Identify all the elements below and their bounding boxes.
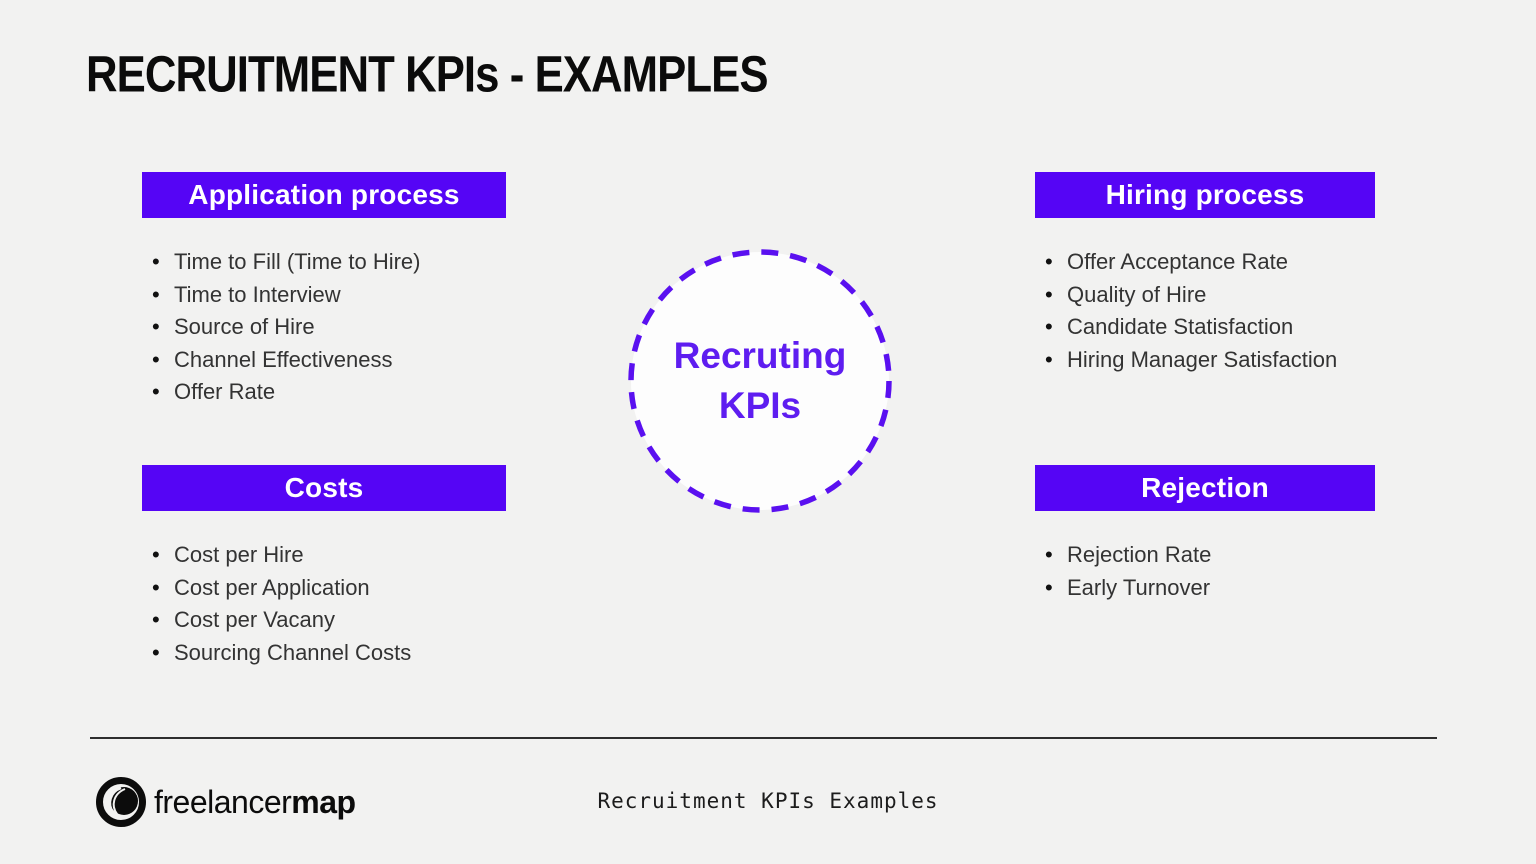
- section-rejection: Rejection Rejection Rate Early Turnover: [1035, 465, 1375, 604]
- list-item: Source of Hire: [146, 311, 506, 344]
- kpi-list-costs: Cost per Hire Cost per Application Cost …: [142, 539, 506, 669]
- wordmark-bold: map: [291, 783, 356, 820]
- list-item: Channel Effectiveness: [146, 344, 506, 377]
- list-item: Quality of Hire: [1039, 279, 1375, 312]
- section-header-application-process: Application process: [142, 172, 506, 218]
- circle-label-line2: KPIs: [718, 385, 802, 426]
- list-item: Sourcing Channel Costs: [146, 637, 506, 670]
- list-item: Time to Interview: [146, 279, 506, 312]
- dashed-circle-outline: [628, 249, 892, 513]
- list-item: Cost per Application: [146, 572, 506, 605]
- kpi-list-hiring-process: Offer Acceptance Rate Quality of Hire Ca…: [1035, 246, 1375, 376]
- section-header-hiring-process: Hiring process: [1035, 172, 1375, 218]
- list-item: Time to Fill (Time to Hire): [146, 246, 506, 279]
- kpi-list-application-process: Time to Fill (Time to Hire) Time to Inte…: [142, 246, 506, 409]
- list-item: Candidate Statisfaction: [1039, 311, 1375, 344]
- list-item: Early Turnover: [1039, 572, 1375, 605]
- kpi-list-rejection: Rejection Rate Early Turnover: [1035, 539, 1375, 604]
- list-item: Hiring Manager Satisfaction: [1039, 344, 1375, 377]
- circle-label-line1: Recruting: [673, 335, 847, 376]
- section-hiring-process: Hiring process Offer Acceptance Rate Qua…: [1035, 172, 1375, 376]
- page-title: RECRUITMENT KPIs - EXAMPLES: [86, 45, 769, 103]
- footer-divider: [90, 737, 1437, 739]
- section-header-costs: Costs: [142, 465, 506, 511]
- section-application-process: Application process Time to Fill (Time t…: [142, 172, 506, 409]
- section-header-rejection: Rejection: [1035, 465, 1375, 511]
- list-item: Rejection Rate: [1039, 539, 1375, 572]
- circle-label: Recruting KPIs: [627, 248, 893, 514]
- recruiting-kpis-circle: Recruting KPIs: [627, 248, 893, 514]
- wordmark-regular: freelancer: [154, 783, 292, 820]
- list-item: Offer Acceptance Rate: [1039, 246, 1375, 279]
- freelancermap-wordmark: freelancermap: [154, 784, 356, 821]
- freelancermap-logo: freelancermap: [95, 776, 356, 828]
- list-item: Cost per Vacany: [146, 604, 506, 637]
- freelancermap-globe-icon: [96, 777, 146, 827]
- footer-caption: Recruitment KPIs Examples: [597, 789, 939, 813]
- section-costs: Costs Cost per Hire Cost per Application…: [142, 465, 506, 669]
- list-item: Offer Rate: [146, 376, 506, 409]
- list-item: Cost per Hire: [146, 539, 506, 572]
